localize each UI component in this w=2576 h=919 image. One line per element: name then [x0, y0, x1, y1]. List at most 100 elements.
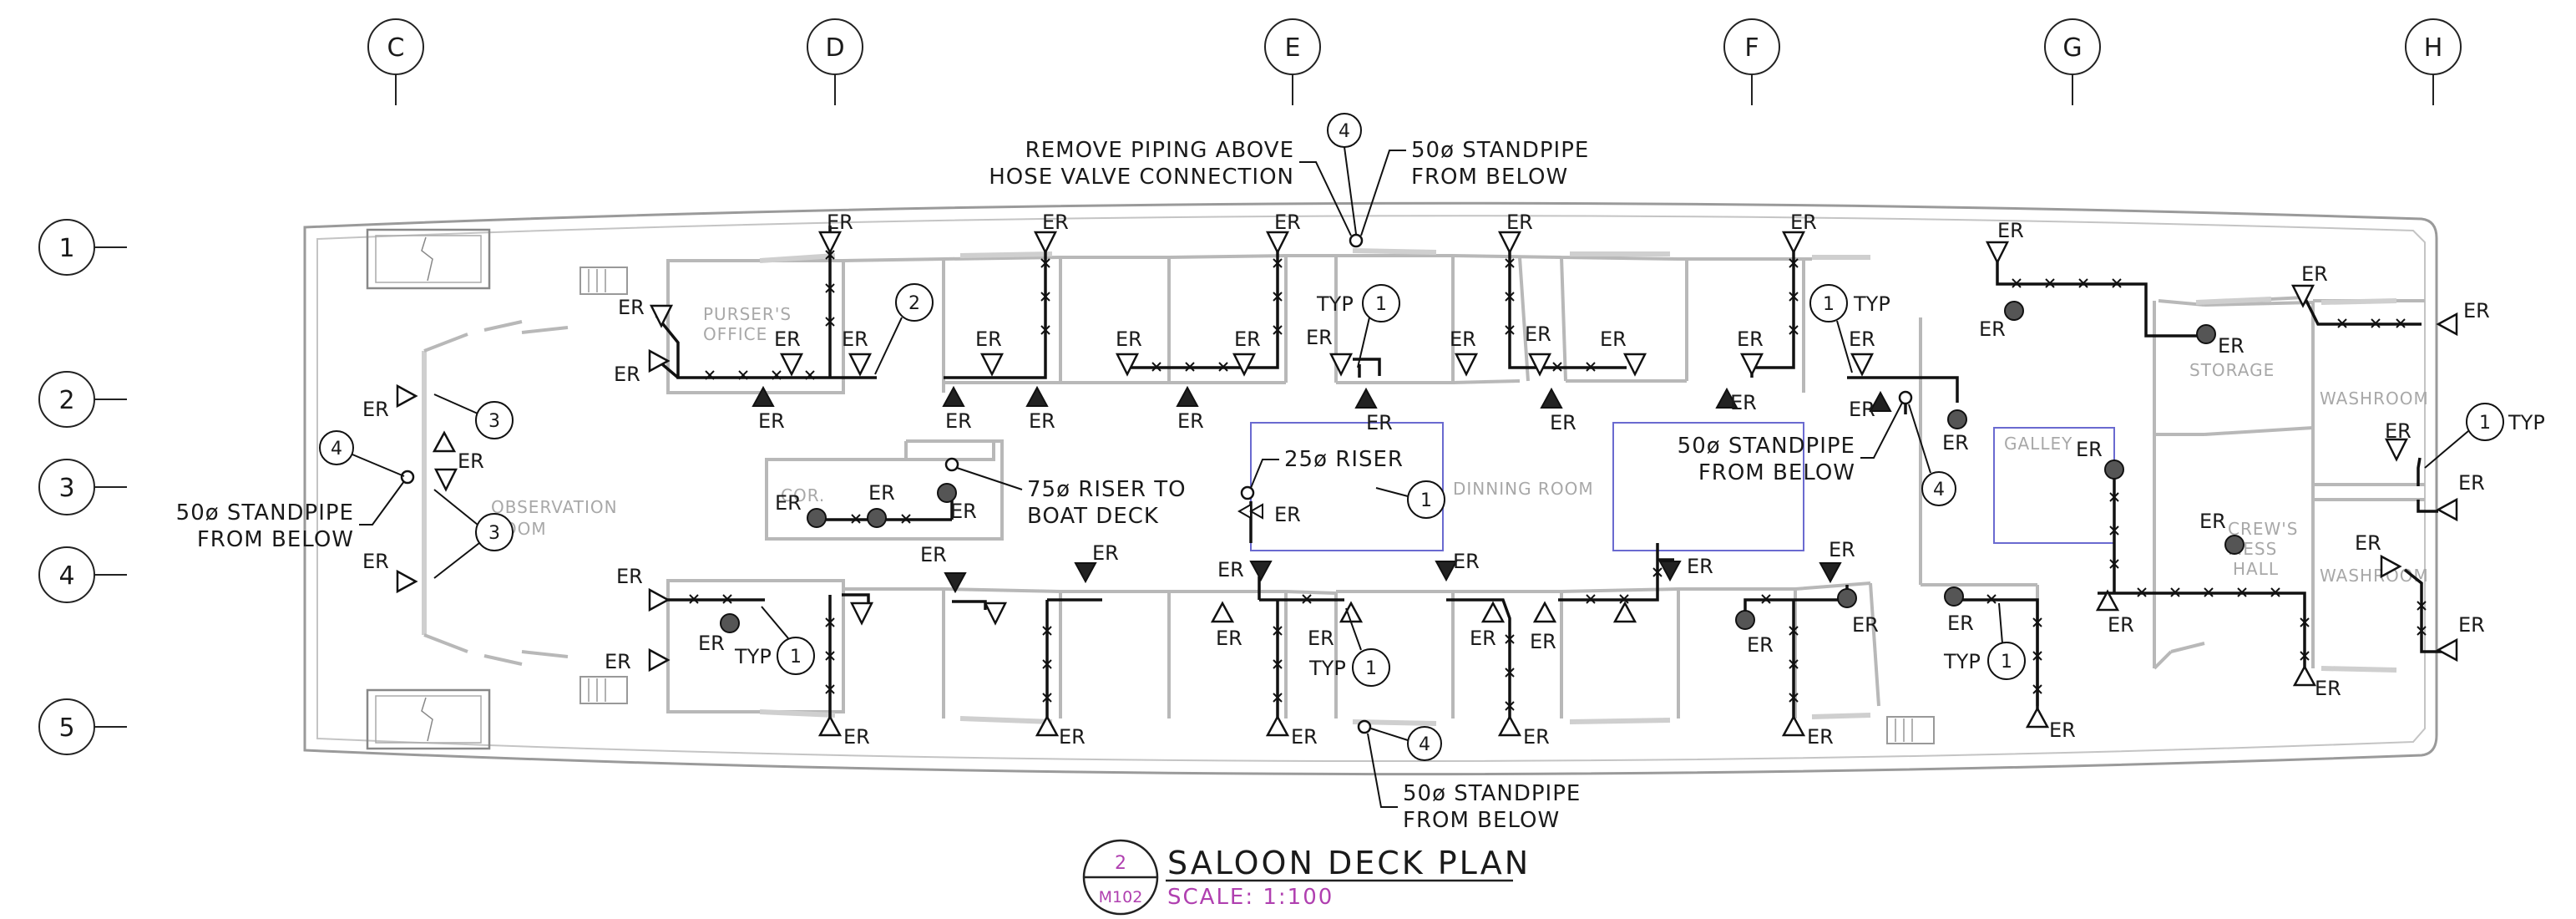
standpipe-icon	[1349, 233, 1364, 248]
er-label: ER	[2199, 510, 2226, 533]
er-label: ER	[1470, 627, 1496, 650]
dinning-room-right-outline	[1612, 422, 1804, 551]
sidewall-head-icon	[937, 483, 957, 503]
typ-label: TYP	[1943, 650, 1981, 673]
room-label-galley: GALLEY	[2004, 434, 2072, 454]
note-line: FROM BELOW	[1411, 165, 1568, 190]
sprinkler-head-icon	[432, 430, 457, 453]
er-label: ER	[2385, 419, 2412, 443]
sidewall-head-icon	[1944, 586, 1964, 607]
er-label: ER	[1849, 327, 1875, 351]
note-line: FROM BELOW	[197, 527, 354, 552]
sprinkler-head-icon	[1781, 231, 1806, 255]
er-label: ER	[1947, 612, 1974, 635]
drawing-scale: SCALE: 1:100	[1167, 885, 1334, 910]
room-label-storage: STORAGE	[2189, 360, 2275, 380]
sprinkler-head-icon	[2292, 664, 2317, 687]
grid-label-h: H	[2424, 33, 2443, 63]
sprinkler-head-icon	[979, 353, 1005, 377]
note-line: REMOVE PIPING ABOVE	[1025, 138, 1294, 163]
sprinkler-head-filled-icon	[1435, 561, 1458, 582]
er-label: ER	[1059, 725, 1086, 749]
note-remove-piping: REMOVE PIPING ABOVE HOSE VALVE CONNECTIO…	[989, 138, 1352, 236]
note-line: 50ø STANDPIPE	[176, 500, 354, 526]
er-label: ER	[2458, 471, 2485, 495]
grid-label-e: E	[1285, 33, 1301, 63]
er-label: ER	[868, 481, 895, 505]
er-label: ER	[1807, 725, 1834, 749]
sidewall-head-icon	[867, 508, 887, 528]
sprinkler-head-icon	[1850, 353, 1875, 377]
note-line: 50ø STANDPIPE	[1411, 138, 1589, 163]
sprinkler-head-icon	[2290, 284, 2315, 308]
grid-label-5: 5	[58, 713, 74, 743]
tag-number: 3	[488, 523, 500, 544]
tag-bubble-2: 2	[874, 283, 934, 375]
er-label: ER	[950, 500, 977, 523]
tag-bubble-1-typ-bottom-right: 1 TYP	[1943, 602, 2026, 680]
pipe-x-marks	[689, 250, 2427, 711]
stair-top-left	[366, 228, 491, 290]
sprinkler-head-icon	[848, 353, 873, 377]
sprinkler-head-filled-icon	[1869, 390, 1892, 412]
er-label: ER	[1506, 211, 1533, 234]
er-label: ER	[758, 409, 785, 433]
tag-number: 4	[331, 439, 342, 460]
sprinkler-head-icon	[1339, 601, 1364, 623]
note-riser-75: 75ø RISER TO BOAT DECK	[956, 467, 1186, 529]
er-label: ER	[616, 565, 643, 588]
sprinkler-head-icon	[433, 468, 458, 492]
note-line: FROM BELOW	[1403, 808, 1560, 833]
er-label: ER	[1550, 411, 1576, 434]
er-label: ER	[843, 725, 870, 749]
tag-bubble-1-typ-left: 1 TYP	[734, 606, 815, 675]
grid-label-c: C	[387, 33, 405, 63]
er-label: ER	[1523, 725, 1550, 749]
er-label: ER	[1274, 211, 1301, 234]
valve-icon	[1237, 503, 1263, 520]
standpipe-icon	[944, 457, 959, 472]
er-label: ER	[614, 363, 640, 386]
tag-bubble-1-typ-center: 1 TYP	[1316, 284, 1400, 368]
typ-label: TYP	[1853, 292, 1890, 316]
sprinkler-head-icon	[396, 569, 418, 594]
tag-number: 1	[1365, 658, 1377, 679]
er-label: ER	[1308, 627, 1334, 650]
er-label: ER	[458, 449, 484, 473]
er-label: ER	[1216, 627, 1242, 650]
room-label-pursers-office-2: OFFICE	[703, 324, 767, 344]
sprinkler-head-icon	[648, 348, 671, 373]
er-label: ER	[362, 398, 389, 421]
hull-outline	[303, 201, 2438, 776]
sprinkler-head-icon	[2436, 497, 2458, 522]
sprinkler-head-icon	[1210, 601, 1235, 623]
note-line: FROM BELOW	[1698, 460, 1855, 485]
er-label: ER	[1730, 391, 1757, 414]
sprinkler-head-icon	[2095, 589, 2120, 612]
sprinkler-head-icon	[1612, 601, 1637, 623]
er-label: ER	[775, 491, 802, 515]
drawing-title: SALOON DECK PLAN	[1167, 845, 1531, 881]
sprinkler-head-icon	[1527, 353, 1552, 377]
tag-bubble-1-typ-right: 1 TYP	[1809, 284, 1890, 373]
tag-bubble-3-lower: 3	[433, 489, 514, 579]
sprinkler-head-filled-icon	[1819, 562, 1842, 584]
tag-bubble-4-bottom: 4	[1370, 726, 1442, 761]
grid-row-1: 1	[38, 219, 127, 276]
er-labels: ER ER ER ER ER ER ER ER ER ER ER ER ER E…	[362, 211, 2490, 749]
tag-number: 2	[908, 293, 920, 314]
er-label: ER	[1366, 411, 1393, 434]
tag-number: 1	[1375, 294, 1387, 315]
sidewall-head-icon	[1837, 588, 1857, 608]
tag-bubble-1-typ-bottom-center: 1 TYP	[1308, 607, 1390, 687]
er-label: ER	[362, 550, 389, 573]
sidewall-head-icon	[2104, 460, 2124, 480]
grid-column-e: E	[1264, 18, 1321, 105]
er-label: ER	[1737, 327, 1764, 351]
tag-bubble-3-upper: 3	[433, 393, 514, 439]
sprinkler-heads	[396, 231, 2458, 737]
sidewall-head-icon	[720, 613, 740, 633]
grid-column-d: D	[807, 18, 863, 105]
sprinkler-head-filled-icon	[1025, 385, 1049, 407]
tag-number: 1	[790, 647, 802, 668]
